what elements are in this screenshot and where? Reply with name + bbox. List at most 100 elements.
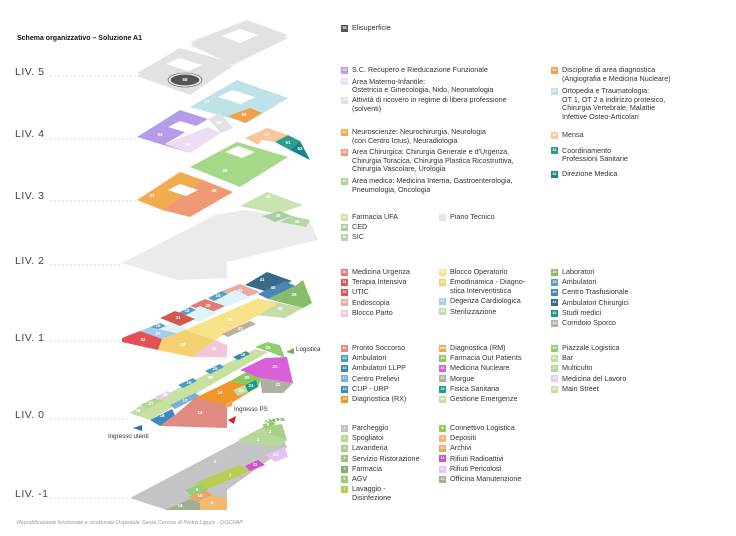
area-block-5 [272, 418, 280, 422]
area-block-55 [208, 113, 233, 133]
legend-swatch: 50 [551, 131, 558, 139]
area-block-label: 28 [162, 392, 168, 397]
area-block-34 [192, 340, 227, 357]
legend-swatch: 34 [341, 309, 348, 317]
legend-swatch: 13 [439, 475, 446, 483]
legend-swatch: 33 [341, 299, 348, 307]
legend-swatch: 22 [439, 375, 446, 383]
legend-label: Farmacia [352, 463, 382, 473]
area-block-24 [233, 385, 248, 396]
legend-label: Rifiuti Pericolosi [450, 463, 502, 473]
area-block-4 [264, 419, 274, 423]
level-leader-lines [50, 75, 137, 499]
area-block-label: 26 [135, 408, 141, 413]
area-block-25 [255, 342, 285, 358]
legend-swatch: 24 [439, 395, 446, 403]
area-block-40 [258, 281, 295, 299]
legend-label: Parcheggio [352, 423, 389, 432]
legend-swatch: 35 [439, 268, 446, 276]
legend-swatch: 32 [341, 289, 348, 297]
legend-swatch: 38 [439, 308, 446, 316]
legend-label: Ambulatori Chirurgici [562, 297, 629, 307]
area-block-32 [122, 331, 162, 350]
area-block-label: 14 [197, 410, 203, 415]
area-block-15 [178, 307, 196, 316]
legend-swatch: 21 [439, 365, 446, 373]
legend-swatch: 43 [551, 319, 558, 327]
level-label-minus1: LIV. -1 [15, 488, 49, 500]
legend-label: Ambulatori LLPP [352, 363, 406, 373]
area-block-41 [245, 272, 292, 292]
area-block-label: 37 [155, 331, 161, 336]
area-block-21 [240, 357, 293, 383]
legend-swatch: 15 [551, 278, 558, 286]
area-block-label: 15 [212, 366, 218, 371]
logistica-label: Logistica [296, 346, 321, 353]
area-block-6 [185, 484, 208, 497]
legend-label: Servizio Ristorazione [352, 453, 420, 463]
legend-label: Officina Manutenzione [450, 473, 522, 483]
legend-label: UTIC [352, 287, 369, 297]
floor-slab-hole [225, 146, 255, 158]
area-block-27 [140, 398, 162, 409]
area-block-51 [275, 135, 300, 150]
legend-swatch: 39 [551, 268, 558, 276]
area-block-label: 19 [217, 390, 223, 395]
legend-swatch: 6 [341, 475, 348, 483]
level-label-4: LIV. 4 [15, 128, 45, 140]
ps-entrance-arrow-icon [228, 416, 236, 424]
legend-swatch: 5 [341, 465, 348, 473]
legend-swatch: 29 [551, 385, 558, 393]
legend-label: Sterilizzazione [450, 306, 497, 316]
legend-label: S.C. Recupero e Rieducazione Funzionale [352, 65, 488, 74]
legend-label: Medicina Urgenza [352, 267, 410, 276]
legend-swatch: 2 [341, 434, 348, 442]
legend-swatch: 16 [341, 365, 348, 373]
floor-slab-base2 [122, 210, 318, 280]
legend-label: Terapia Intensiva [352, 277, 407, 287]
area-block-16 [233, 351, 250, 360]
area-block-28 [155, 391, 172, 400]
area-block-15 [205, 364, 224, 374]
area-block-13 [165, 499, 200, 510]
area-block-label: 39 [291, 292, 297, 297]
legend-swatch: 18 [341, 385, 348, 393]
legend-label: Lavanderia [352, 443, 388, 453]
legend-swatch: 56 [551, 66, 558, 74]
area-block-9 [198, 495, 227, 510]
area-block-7 [195, 465, 250, 490]
legend-label: SIC [352, 232, 364, 242]
legend-label: Corridoio Sporco [562, 317, 616, 327]
area-block-label: 56 [241, 112, 247, 117]
area-block-label: 15 [184, 308, 190, 313]
heliport-code: 58 [182, 77, 188, 82]
legend-label: Centro Trasfusionale [562, 287, 629, 297]
legend-swatch: 9 [439, 434, 446, 442]
area-block-label: 7 [229, 473, 232, 478]
legend-swatch: 23 [439, 385, 446, 393]
legend-swatch: 41 [551, 299, 558, 307]
floor-slab-glass [212, 290, 250, 307]
area-block-3 [262, 424, 287, 440]
area-block-10 [188, 490, 212, 502]
legend-swatch: 17 [341, 375, 348, 383]
